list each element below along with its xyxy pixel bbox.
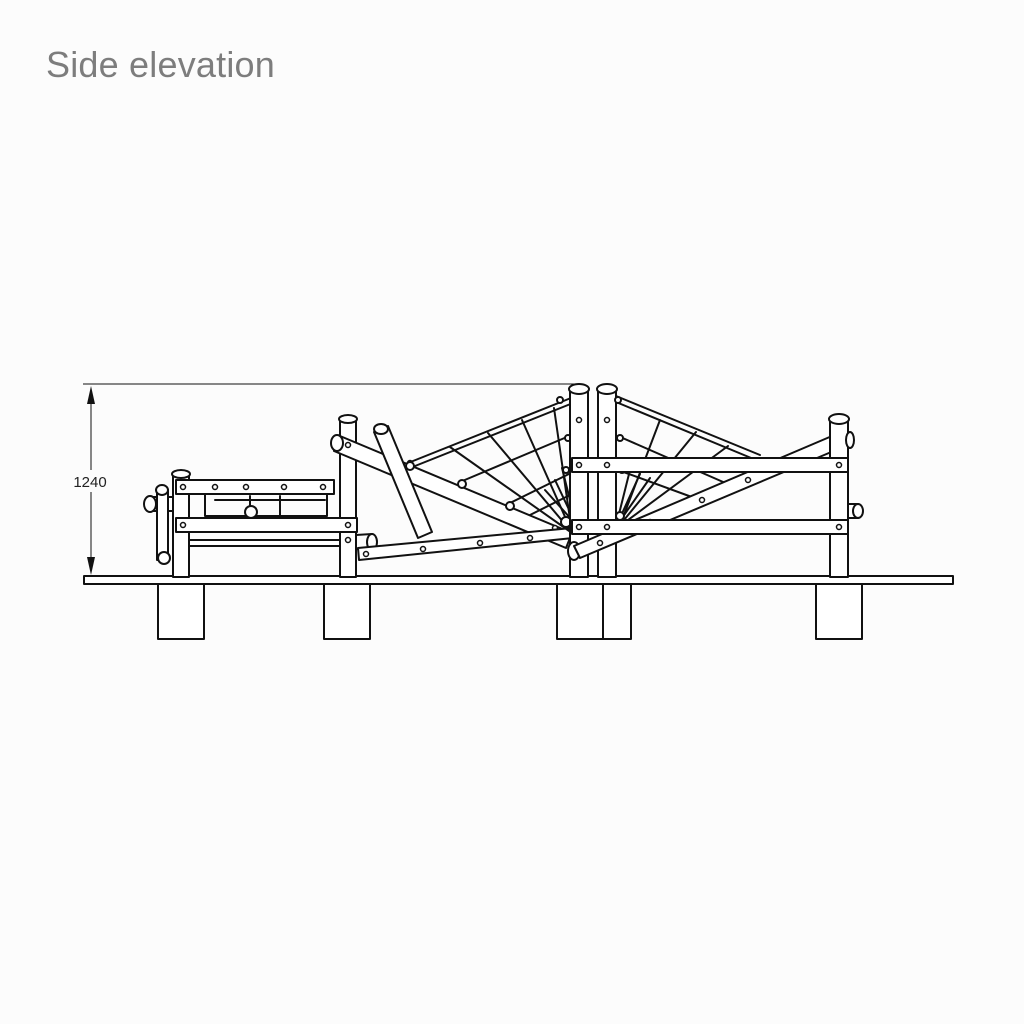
height-dimension: 1240 <box>62 383 578 575</box>
right-climbing-net <box>614 395 761 521</box>
ground-slab <box>83 575 954 585</box>
foundation-block <box>556 583 604 640</box>
foundation-block <box>323 583 371 640</box>
foundation-block <box>602 583 632 640</box>
foundation-block <box>157 583 205 640</box>
foundation-blocks <box>157 583 863 640</box>
height-dimension-label: 1240 <box>73 474 106 491</box>
right-frame <box>571 413 864 578</box>
central-diagonals <box>330 423 574 561</box>
foundation-block <box>815 583 863 640</box>
page-title: Side elevation <box>46 44 275 85</box>
left-frame <box>143 414 378 578</box>
